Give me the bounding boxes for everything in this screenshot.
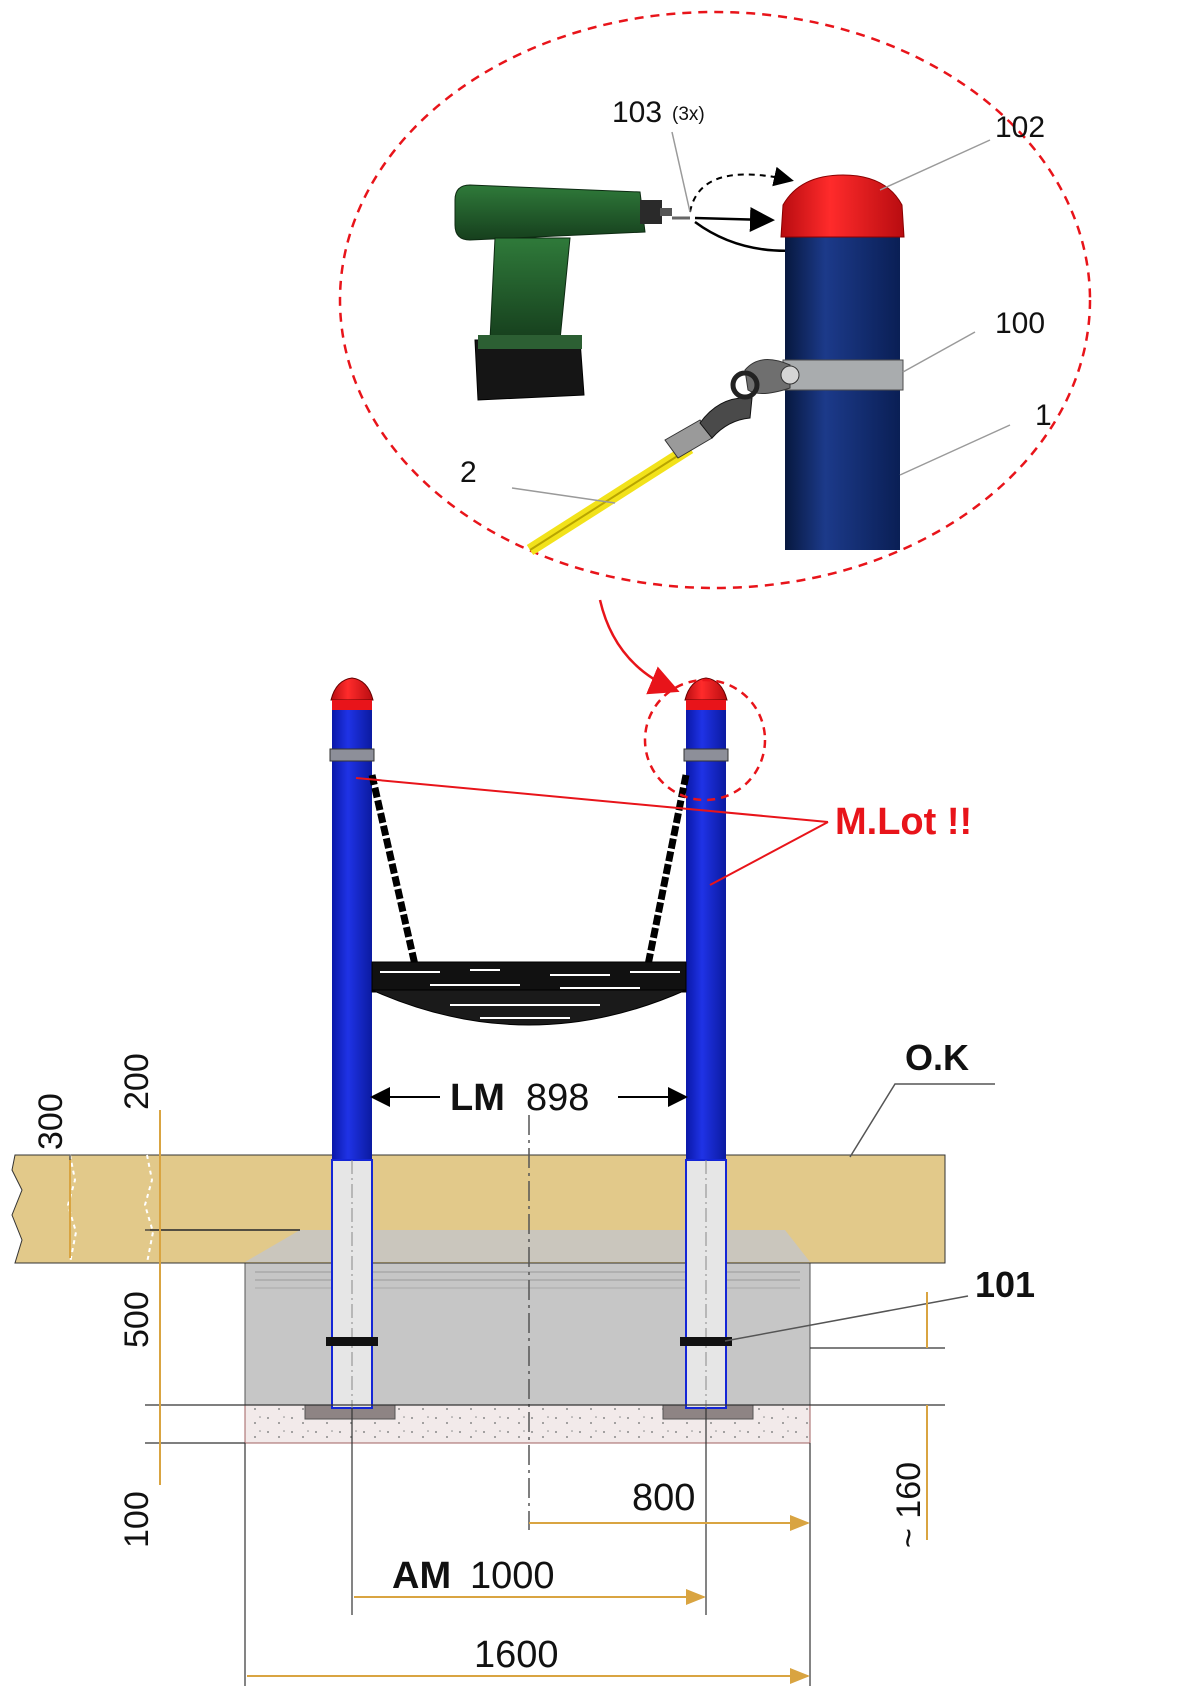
dimension-1600: 1600 [474,1634,559,1676]
axis-distance-value: 1000 [470,1555,555,1597]
cap-detail [780,174,905,238]
ground-leader [849,1083,995,1158]
dimension-500: 500 [118,1291,156,1348]
callout-screw: 103 [612,96,662,129]
clamp-detail [782,359,904,391]
drill-icon [454,184,672,401]
dimension-300: 300 [32,1093,70,1150]
callout-cap: 102 [995,111,1045,144]
detail-reference-circle [643,678,767,802]
ground-label: O.K [905,1037,969,1078]
callout-clamp: 100 [995,307,1045,340]
detail-pointer-arrow [598,599,680,695]
dimension-200: 200 [118,1053,156,1110]
dimension-100: 100 [118,1491,156,1548]
elevation-view: M.Lot !! O.K 101 LM 898 [11,677,1035,1686]
anchor-label: 101 [975,1264,1035,1305]
detail-view: 103 (3x) 102 100 1 2 [338,10,1092,695]
leveling-leaders [355,777,829,886]
post-right [680,677,732,1409]
dimension-800: 800 [632,1477,695,1519]
insert-arrow [694,206,775,232]
leveling-note: M.Lot !! [835,801,972,843]
axis-distance-prefix: AM [392,1555,451,1597]
post-detail [744,174,905,550]
detail-outline [338,10,1092,590]
rope-detail [526,370,760,556]
dashed-move-arrow [689,166,794,213]
callout-leaders [511,131,1011,504]
extension-lines [69,1155,945,1686]
callout-post: 1 [1035,399,1052,432]
inner-width-value: 898 [526,1077,589,1119]
callout-screw-qty: (3x) [672,104,705,125]
vertical-dimensions [69,1110,928,1540]
soil-layer [11,1154,946,1264]
callout-rope: 2 [460,456,477,489]
inner-width-prefix: LM [450,1077,505,1119]
hammock-net [368,774,690,1026]
horizontal-dimensions [247,1515,810,1684]
dimension-160: ~ 160 [890,1462,928,1548]
post-left [326,677,378,1409]
